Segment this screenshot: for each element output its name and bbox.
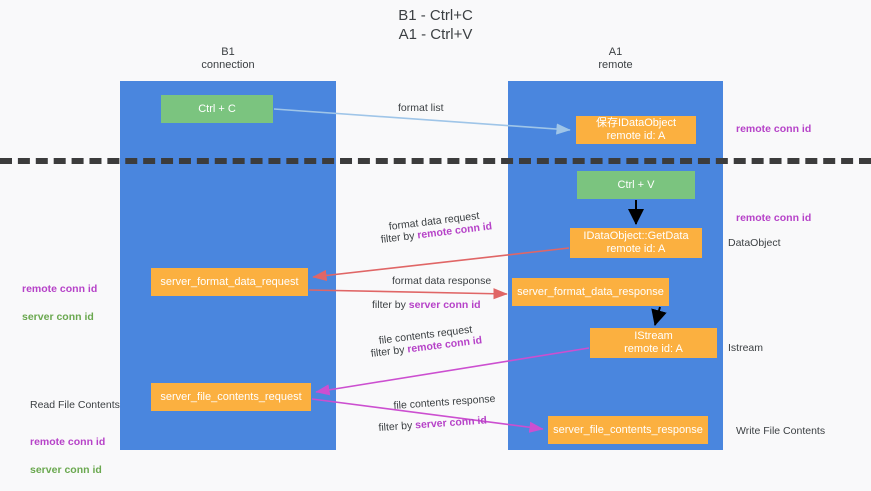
edge-format-data-response — [308, 288, 508, 300]
lane-header-a1: A1 remote — [598, 46, 633, 71]
annotation-left-mid-remote: remote conn id — [22, 283, 98, 295]
annotation-left-bot-server: server conn id — [30, 464, 102, 476]
node-save-idataobject[interactable]: 保存IDataObject remote id: A — [576, 116, 696, 144]
lane-header-b1: B1 connection — [201, 46, 255, 71]
filter-key-server-conn-id: server conn id — [414, 414, 488, 432]
node-ctrl-c[interactable]: Ctrl + C — [161, 95, 273, 123]
annotation-read-file-contents: Read File Contents — [30, 399, 120, 411]
edge-label-format-list-text: format list — [398, 102, 444, 114]
annotation-remote-conn-id-mid: remote conn id — [736, 212, 812, 224]
node-ctrl-v[interactable]: Ctrl + V — [577, 171, 695, 199]
edge-label-filter-by-server-2: filter by server conn id — [378, 413, 487, 435]
node-server-format-data-response[interactable]: server_format_data_response — [512, 278, 669, 306]
node-server-file-contents-request[interactable]: server_file_contents_request — [151, 383, 311, 411]
filter-prefix: filter by — [372, 299, 409, 311]
annotation-istream: Istream — [728, 342, 764, 354]
filter-key-server-conn-id: server conn id — [408, 299, 481, 311]
annotation-left-mid-server: server conn id — [22, 311, 94, 323]
filter-prefix: filter by — [370, 343, 409, 360]
edge-label-format-data-response: format data response — [392, 274, 491, 288]
annotation-write-file-contents: Write File Contents — [736, 425, 826, 437]
node-server-file-contents-response[interactable]: server_file_contents_response — [548, 416, 708, 444]
node-server-format-data-request[interactable]: server_format_data_request — [151, 268, 308, 296]
phase-divider — [0, 158, 871, 164]
annotation-left-bot-remote: remote conn id — [30, 436, 106, 448]
edge-label-file-contents-response-text: file contents response — [393, 392, 496, 412]
edge-label-file-contents-response: file contents response — [393, 392, 496, 413]
filter-prefix: filter by — [378, 419, 416, 434]
annotation-left-middle: remote conn id server conn id — [22, 268, 97, 338]
diagram-title: B1 - Ctrl+C A1 - Ctrl+V — [398, 7, 473, 43]
annotation-dataobject: DataObject — [728, 237, 781, 249]
edge-label-format-list: format list — [398, 101, 444, 115]
node-idataobject-getdata[interactable]: IDataObject::GetData remote id: A — [570, 228, 702, 258]
node-istream[interactable]: IStream remote id: A — [590, 328, 717, 358]
annotation-remote-conn-id-top: remote conn id — [736, 123, 812, 135]
diagram-canvas: B1 - Ctrl+C A1 - Ctrl+V B1 connection A1… — [0, 7, 871, 476]
edge-label-filter-by-server-1: filter by server conn id — [372, 298, 481, 312]
edge-label-format-data-response-text: format data response — [392, 275, 492, 287]
filter-prefix: filter by — [380, 229, 419, 246]
annotation-left-bottom: Read File Contents remote conn id server… — [30, 384, 120, 491]
